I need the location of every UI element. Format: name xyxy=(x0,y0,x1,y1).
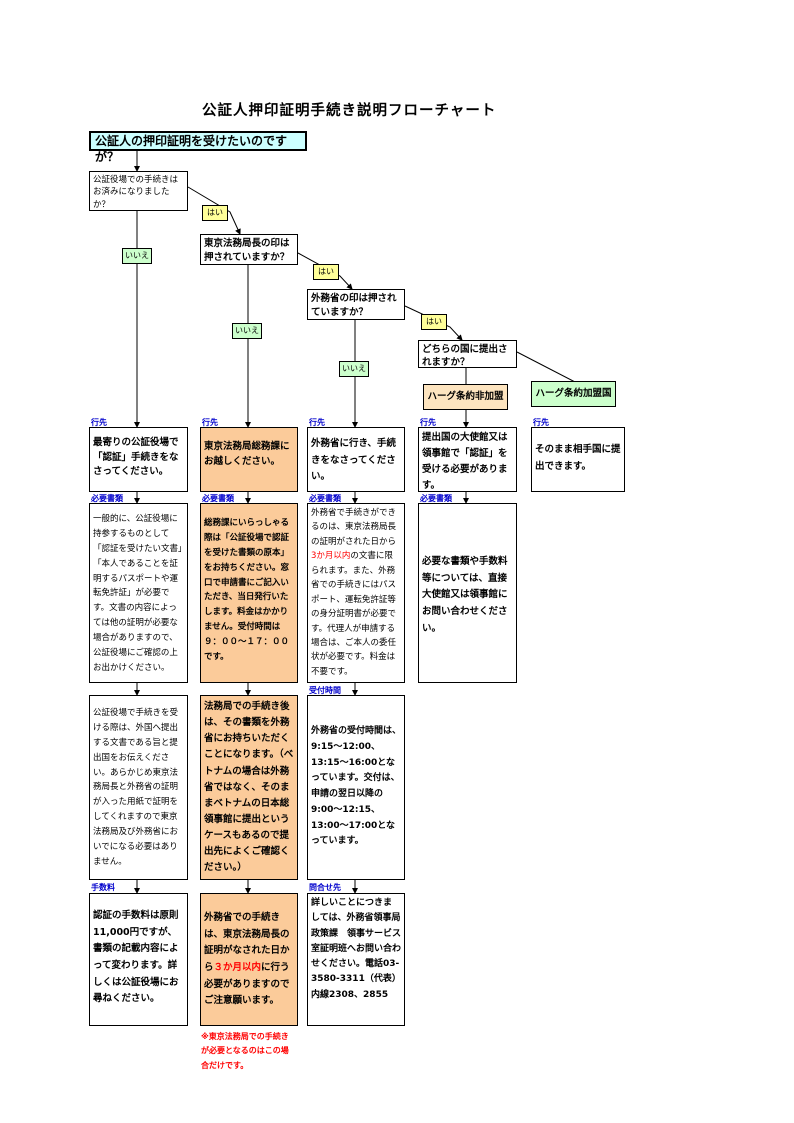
col4-destination: 提出国の大使館又は領事館で「認証」を受ける必要があります。 xyxy=(418,427,517,492)
section-destination-2: 行先 xyxy=(202,418,218,427)
section-destination-3: 行先 xyxy=(309,418,325,427)
col3-destination: 外務省に行き、手続きをなさってください。 xyxy=(307,427,405,492)
tag-yes-1: はい xyxy=(202,205,228,221)
col3-docs-text-post: の文書に限られます。また、外務省での手続きにはパスポート、運転免許証等の身分証明… xyxy=(311,551,397,677)
section-destination-4: 行先 xyxy=(420,418,436,427)
start-box: 公証人の押印証明を受けたいのですが？ xyxy=(89,131,307,164)
col4-required-docs: 必要な書類や手数料等については、直接大使館又は領事館にお問い合わせください。 xyxy=(418,503,517,683)
tag-no-1: いいえ xyxy=(122,248,152,264)
col3-required-docs: 外務省で手続きができるのは、東京法務局長の証明がされた日から 3か月以内の文書に限… xyxy=(307,503,405,683)
section-contact: 問合せ先 xyxy=(309,883,341,892)
col1-destination: 最寄りの公証役場で「認証」手続きをなさってください。 xyxy=(89,427,188,492)
col3-docs-text-pre: 外務省で手続きができるのは、東京法務局長の証明がされた日から xyxy=(311,508,397,547)
question-2: 東京法務局長の印は押されていますか？ xyxy=(200,234,298,265)
question-3: 外務省の印は押されていますか？ xyxy=(307,289,405,320)
tag-yes-3: はい xyxy=(421,314,447,330)
col2-footnote: ※東京法務局での手続きが必要となるのはこの場合だけです。 xyxy=(201,1032,289,1070)
col2-after-procedure: 法務局での手続き後は、その書類を外務省にお持ちいただくことになります。（ベトナム… xyxy=(200,695,298,880)
col1-fee: 認証の手数料は原則11,000円ですが、書類の記載内容によって変わります。詳しく… xyxy=(89,893,188,1026)
section-docs-2: 必要書類 xyxy=(202,494,234,503)
question-4: どちらの国に提出されますか？ xyxy=(418,340,517,368)
page-title: 公証人押印証明手続き説明フローチャート xyxy=(202,103,497,119)
col2-required-docs: 総務課にいらっしゃる際は「公証役場で認証を受けた書類の原本」をお持ちください。窓… xyxy=(200,503,298,683)
tag-yes-2: はい xyxy=(313,264,339,280)
col2-mofa-deadline: 外務省での手続きは、東京法務局長の証明がなされた日から３か月以内に行う必要があり… xyxy=(200,893,298,1026)
col5-destination: そのまま相手国に提出できます。 xyxy=(531,427,625,492)
section-docs-4: 必要書類 xyxy=(420,494,452,503)
hague-non-member: ハーグ条約非加盟 xyxy=(423,384,508,410)
section-destination-5: 行先 xyxy=(533,418,549,427)
section-docs-1: 必要書類 xyxy=(91,494,123,503)
tag-no-3: いいえ xyxy=(339,361,369,377)
col1-note: 公証役場で手続きを受ける際は、外国へ提出する文書である旨と提出国をお伝えください… xyxy=(89,695,188,880)
col3-docs-text-red: 3か月以内 xyxy=(311,551,351,562)
col3-reception-hours: 外務省の受付時間は、9:15～12:00、13:15～16:00となっています。… xyxy=(307,695,405,880)
hague-member: ハーグ条約加盟国 xyxy=(531,381,616,407)
section-docs-3: 必要書類 xyxy=(309,494,341,503)
section-destination-1: 行先 xyxy=(91,418,107,427)
col2-mofa-text-pre: 外務省での手続きは、東京法務局長の証明がなされた日から xyxy=(204,912,290,973)
col3-contact: 詳しいことにつきましては、外務省領事局政策課 領事サービス室証明班へお問い合わせ… xyxy=(307,893,405,1026)
col1-required-docs: 一般的に、公証役場に持参するものとして「認証を受けたい文書」「本人であることを証… xyxy=(89,503,188,683)
question-1: 公証役場での手続きはお済みになりましたか？ xyxy=(89,171,188,211)
col2-mofa-text-post: に行う必要がありますのでご注意願います。 xyxy=(204,961,290,1007)
col2-destination: 東京法務局総務課にお越しください。 xyxy=(200,427,298,492)
col2-mofa-text-red: ３か月以内 xyxy=(213,961,262,973)
section-fee: 手数料 xyxy=(91,883,115,892)
tag-no-2: いいえ xyxy=(232,323,262,339)
section-hours: 受付時間 xyxy=(309,686,341,695)
